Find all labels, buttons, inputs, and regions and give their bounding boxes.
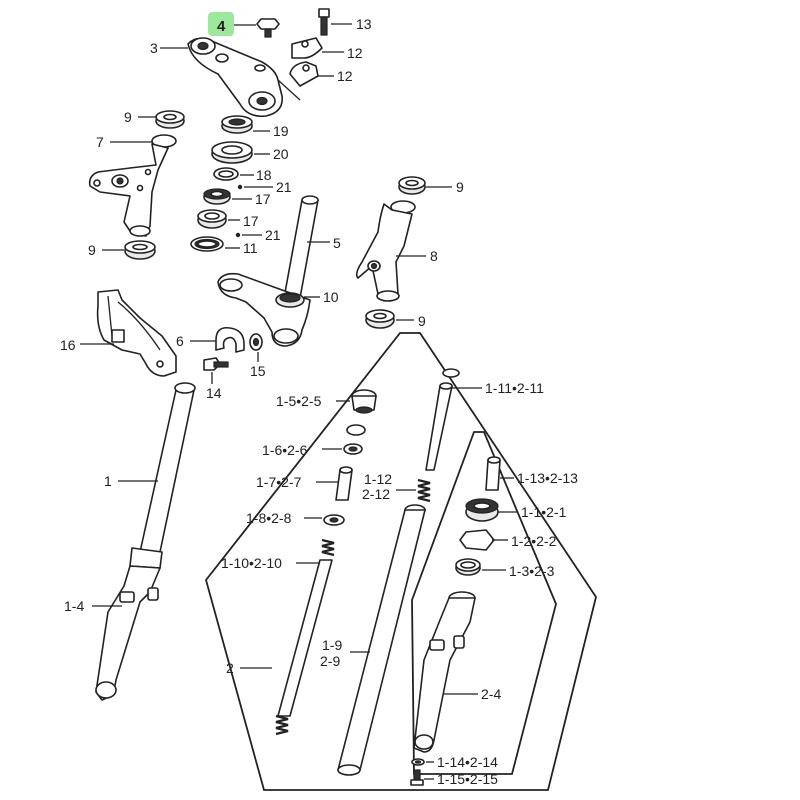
label-17b: 17	[243, 213, 259, 229]
part-3-top-bridge	[187, 37, 301, 118]
label-1-10: 1-10•2-10	[221, 555, 282, 571]
label-17a: 17	[255, 191, 271, 207]
part-9-grommet-b	[398, 176, 426, 195]
label-9b: 9	[456, 179, 464, 195]
label-2: 2	[226, 660, 234, 676]
part-1-10-fork-spring	[275, 538, 335, 736]
part-1-6-seat	[343, 443, 363, 455]
part-17-bearing-upper	[203, 188, 231, 205]
part-o-ring	[346, 424, 366, 436]
part-10-lower-bridge	[217, 272, 311, 347]
label-1-13: 1-13•2-13	[517, 470, 578, 486]
label-14: 14	[206, 385, 222, 401]
part-1-9-inner-tube	[337, 504, 426, 776]
part-20-dust-seal	[211, 141, 253, 164]
part-18-race	[213, 167, 239, 181]
label-1-7: 1-7•2-7	[256, 474, 302, 490]
part-1-14-washer	[411, 758, 425, 766]
label-1-2: 1-2•2-2	[511, 533, 557, 549]
part-8-bracket	[355, 200, 416, 302]
part-13-bolt	[318, 8, 330, 36]
label-12b: 12	[337, 68, 353, 84]
part-21-ball-upper	[237, 184, 243, 190]
part-1-11-damper-rod	[425, 368, 460, 471]
label-9c: 9	[88, 242, 96, 258]
assembly-outline	[205, 332, 597, 791]
part-1-13-bushing	[485, 456, 501, 491]
label-11: 11	[243, 240, 258, 256]
part-15-washer	[249, 333, 263, 351]
part-14-bolt	[203, 357, 229, 371]
label-1-11: 1-11•2-11	[485, 380, 544, 396]
part-1-7-spacer	[335, 466, 353, 501]
part-1-2-clip	[459, 529, 495, 551]
part-1-5-cap-bolt	[351, 389, 377, 414]
part-1-8-washer	[323, 514, 345, 526]
label-7: 7	[96, 134, 104, 150]
part-5-steering-stem	[283, 195, 319, 299]
part-21-ball-lower	[235, 232, 241, 238]
part-19-nut	[221, 115, 253, 134]
part-1-fork-assembly	[95, 382, 196, 701]
part-9-grommet-a	[155, 110, 185, 129]
label-6: 6	[176, 333, 184, 349]
label-1-4: 1-4	[64, 598, 84, 614]
label-1-8: 1-8•2-8	[246, 510, 292, 526]
part-9-grommet-c	[124, 240, 156, 260]
label-1-15: 1-15•2-15	[437, 771, 498, 787]
part-1-15-bolt	[410, 769, 424, 786]
part-4-bolt	[256, 18, 280, 38]
label-15: 15	[250, 363, 266, 379]
label-1-9a: 1-9	[322, 637, 342, 653]
label-9d: 9	[418, 313, 426, 329]
label-10: 10	[323, 289, 339, 305]
label-20: 20	[273, 146, 289, 162]
part-12-clamp-lower	[289, 61, 319, 87]
part-17-bearing-lower	[197, 209, 227, 229]
part-6-clamp	[215, 326, 245, 353]
label-3: 3	[150, 40, 158, 56]
part-1-1-oil-seal	[465, 498, 499, 522]
label-16: 16	[60, 337, 76, 353]
label-9a: 9	[124, 109, 132, 125]
label-1-6: 1-6•2-6	[262, 442, 308, 458]
label-1-1: 1-1•2-1	[521, 504, 567, 520]
part-1-12-spring	[417, 478, 431, 503]
label-1-9b: 2-9	[320, 653, 340, 669]
part-2-4-outer-tube	[413, 591, 476, 753]
part-1-3-bushing	[455, 558, 481, 576]
label-1-12b: 2-12	[362, 486, 390, 502]
part-4-highlight	[208, 12, 234, 36]
label-1-14: 1-14•2-14	[437, 754, 498, 770]
label-8: 8	[430, 248, 438, 264]
label-1-12a: 1-12	[364, 471, 392, 487]
part-11-race	[190, 236, 224, 252]
label-19: 19	[273, 123, 289, 139]
part-16-fork-cover	[96, 289, 177, 377]
label-13: 13	[356, 16, 372, 32]
label-1: 1	[104, 473, 112, 489]
label-2-4: 2-4	[481, 686, 501, 702]
part-12-clamp-upper	[291, 37, 323, 59]
label-1-3: 1-3•2-3	[509, 563, 555, 579]
part-4-label: 4	[217, 18, 226, 35]
label-18: 18	[256, 167, 272, 183]
label-12a: 12	[347, 45, 363, 61]
label-5: 5	[333, 235, 341, 251]
part-7-bracket	[88, 134, 177, 237]
part-9-grommet-d	[365, 309, 395, 329]
label-21a: 21	[276, 179, 292, 195]
label-1-5: 1-5•2-5	[276, 393, 322, 409]
label-21b: 21	[265, 227, 281, 243]
